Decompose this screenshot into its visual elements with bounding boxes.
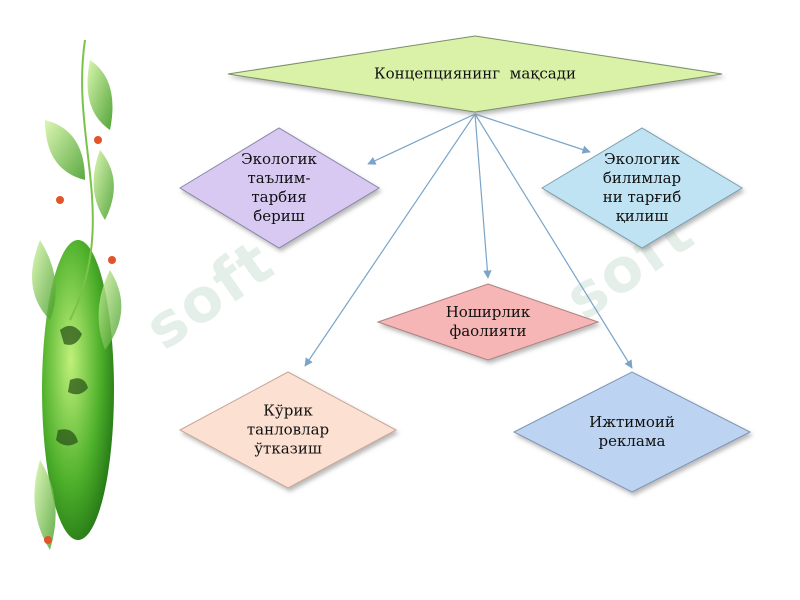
node-label-social-ads: Ижтимоий реклама xyxy=(589,413,675,450)
root-label: Концепциянинг мақсади xyxy=(374,64,576,83)
node-diamond-social-ads xyxy=(512,371,752,493)
connector xyxy=(474,113,633,369)
node-label-ecological-knowledge: Экологик билимлар ни тарғиб қилиш xyxy=(602,150,682,225)
node-diamond-ecological-knowledge xyxy=(541,127,743,249)
node-diamond-publishing xyxy=(376,283,600,361)
connector xyxy=(474,113,492,279)
node-diamond-ecological-education xyxy=(179,127,380,249)
connector xyxy=(367,113,476,165)
node-label-contests: Кўрик танловлар ўтказиш xyxy=(246,401,330,458)
connector xyxy=(304,113,476,367)
root-diamond xyxy=(227,35,723,113)
node-label-publishing: Ноширлик фаолияти xyxy=(445,303,531,340)
connector xyxy=(474,113,591,154)
node-label-ecological-education: Экологик таълим- тарбия бериш xyxy=(241,150,317,225)
node-diamond-contests xyxy=(178,371,398,489)
globe-leaves-decoration xyxy=(32,39,122,550)
